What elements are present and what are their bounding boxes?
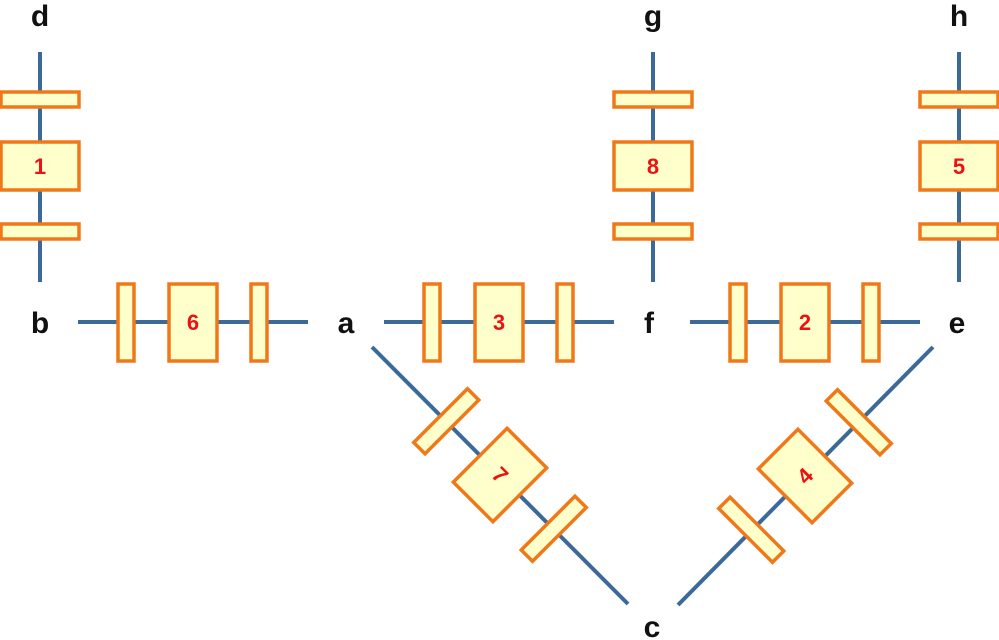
edge-label-3: 3 <box>493 310 505 335</box>
node-h: h <box>950 0 968 33</box>
edge-box-5 <box>918 140 999 192</box>
edge-f-g: 8 <box>612 52 694 282</box>
edge-a-f: 3 <box>384 282 614 363</box>
node-g: g <box>644 0 662 33</box>
node-b: b <box>31 307 49 340</box>
edge-e-h: 5 <box>918 52 999 282</box>
edge-box-3 <box>473 282 525 363</box>
node-f: f <box>644 307 655 340</box>
edge-label-1: 1 <box>34 154 46 179</box>
edge-a-c: 7 <box>370 345 630 606</box>
edge-c-e: 4 <box>676 345 935 607</box>
node-c: c <box>644 611 661 640</box>
edge-f-e: 2 <box>690 282 920 363</box>
edge-box-8 <box>612 140 694 192</box>
edge-box-2 <box>779 282 831 363</box>
node-e: e <box>949 307 966 340</box>
edge-label-8: 8 <box>647 154 659 179</box>
edge-box-4 <box>755 426 855 526</box>
edge-box-1 <box>0 140 81 192</box>
edge-b-a: 6 <box>78 282 308 363</box>
edge-label-2: 2 <box>799 310 811 335</box>
edge-box-6 <box>167 282 219 363</box>
edge-b-d: 1 <box>0 52 81 282</box>
node-d: d <box>31 0 49 33</box>
edge-box-7 <box>450 425 550 525</box>
edge-label-5: 5 <box>953 154 965 179</box>
edge-label-6: 6 <box>187 310 199 335</box>
node-a: a <box>338 307 355 340</box>
